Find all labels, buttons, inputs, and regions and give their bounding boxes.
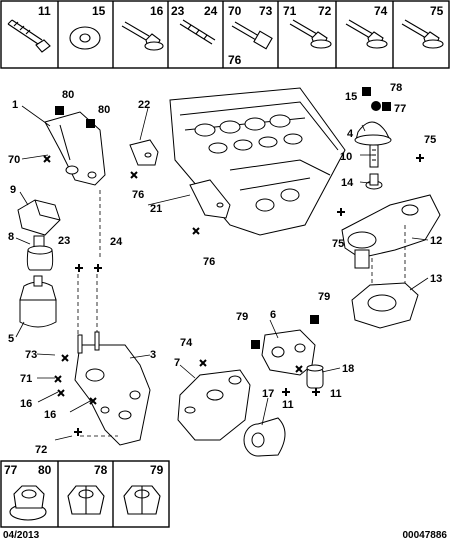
callout-76-b: 76 xyxy=(203,256,215,268)
callout-80-b: 80 xyxy=(98,104,110,116)
bolt-75-icon xyxy=(401,19,444,49)
footer-ref-1a: 77 xyxy=(4,463,18,477)
footer-ref-1b: 80 xyxy=(38,463,52,477)
header-ref-5b: 73 xyxy=(259,4,273,18)
footer-date: 04/2013 xyxy=(3,530,40,541)
bracket-21-illustration xyxy=(189,179,231,219)
callout-79-b: 79 xyxy=(236,311,248,323)
footer-document-code: 00047886 xyxy=(402,530,448,541)
bolt-71-72-icon xyxy=(289,19,332,49)
washer-15-icon xyxy=(69,26,101,50)
header-ref-7: 74 xyxy=(374,4,388,18)
callout-72: 72 xyxy=(35,444,47,456)
bottom-nuts-strip: 77 80 78 79 xyxy=(0,460,170,528)
callout-73: 73 xyxy=(25,349,37,361)
bolt-70-73-76-icon xyxy=(231,21,273,50)
footer-ref-2: 78 xyxy=(94,463,108,477)
bracket-3-illustration xyxy=(74,331,151,446)
mount-13-illustration xyxy=(351,282,419,329)
callout-23: 23 xyxy=(58,235,70,247)
callout-1: 1 xyxy=(12,99,18,111)
callout-75-b: 75 xyxy=(332,238,344,250)
callout-17: 17 xyxy=(262,388,274,400)
bolt-11-icon xyxy=(7,19,51,53)
stud-23-24-icon xyxy=(179,19,216,45)
mount-8-illustration xyxy=(26,235,54,271)
callout-4: 4 xyxy=(347,128,354,140)
callout-71: 71 xyxy=(20,373,32,385)
callout-76-a: 76 xyxy=(132,189,144,201)
callout-75-a: 75 xyxy=(424,134,436,146)
callout-11-a: 11 xyxy=(282,399,294,411)
callout-78: 78 xyxy=(390,82,402,94)
callout-10: 10 xyxy=(340,151,352,163)
callout-22: 22 xyxy=(138,99,150,111)
exploded-view-diagram: 80 80 1 70 9 8 23 24 5 22 76 21 76 78 15… xyxy=(8,82,442,457)
callout-24: 24 xyxy=(110,236,123,248)
bolt-position-crosses xyxy=(43,154,424,436)
bolt-74-icon xyxy=(345,19,388,49)
header-ref-3: 16 xyxy=(150,4,164,18)
callout-79-a: 79 xyxy=(318,291,330,303)
callout-16-a: 16 xyxy=(20,398,32,410)
hex-nut-79-icon xyxy=(123,485,161,515)
callout-6: 6 xyxy=(270,309,276,321)
leader-lines xyxy=(15,105,429,441)
header-ref-1: 11 xyxy=(38,4,51,18)
footer-ref-3: 79 xyxy=(150,463,164,477)
link-6-illustration xyxy=(261,329,316,376)
callout-80-a: 80 xyxy=(62,89,74,101)
callout-13: 13 xyxy=(430,273,442,285)
header-ref-6a: 71 xyxy=(283,4,297,18)
bolt-16-icon xyxy=(121,21,164,51)
bush-18-illustration xyxy=(306,364,324,389)
callout-8: 8 xyxy=(8,231,14,243)
callout-14: 14 xyxy=(341,177,354,189)
callout-18: 18 xyxy=(342,363,354,375)
mount-4-illustration xyxy=(354,121,392,146)
bracket-22-illustration xyxy=(129,139,159,166)
callout-9: 9 xyxy=(10,184,16,196)
callout-3: 3 xyxy=(150,349,156,361)
flange-nut-77-80-icon xyxy=(9,485,47,521)
bracket-1-illustration xyxy=(44,111,106,186)
header-ref-5a: 70 xyxy=(228,4,242,18)
callout-77: 77 xyxy=(394,103,406,115)
callout-11-b: 11 xyxy=(330,388,342,400)
header-ref-8: 75 xyxy=(430,4,444,18)
callout-70: 70 xyxy=(8,154,20,166)
callout-12: 12 xyxy=(430,235,442,247)
buffer-9-illustration xyxy=(17,199,61,236)
washer-14-illustration xyxy=(365,173,383,190)
callout-16-b: 16 xyxy=(44,409,56,421)
header-ref-4a: 23 xyxy=(171,4,185,18)
callout-5: 5 xyxy=(8,333,14,345)
bush-17-illustration xyxy=(243,417,286,457)
bracket-12-illustration xyxy=(341,194,441,269)
engine-block-illustration xyxy=(169,87,346,236)
mount-5-illustration xyxy=(19,275,57,328)
callout-21: 21 xyxy=(150,203,162,215)
callout-15: 15 xyxy=(345,91,357,103)
callout-74: 74 xyxy=(180,337,193,349)
header-ref-5c: 76 xyxy=(228,53,242,67)
stud-10-illustration xyxy=(369,144,379,168)
top-parts-strip: 11 15 16 23 24 70 73 76 71 72 74 75 xyxy=(0,0,450,69)
hex-nut-78-icon xyxy=(67,485,105,515)
header-ref-4b: 24 xyxy=(204,4,218,18)
header-ref-2: 15 xyxy=(92,4,106,18)
bracket-7-illustration xyxy=(177,369,251,441)
nut-markers xyxy=(55,87,391,349)
callout-7: 7 xyxy=(174,357,180,369)
header-ref-6b: 72 xyxy=(318,4,332,18)
